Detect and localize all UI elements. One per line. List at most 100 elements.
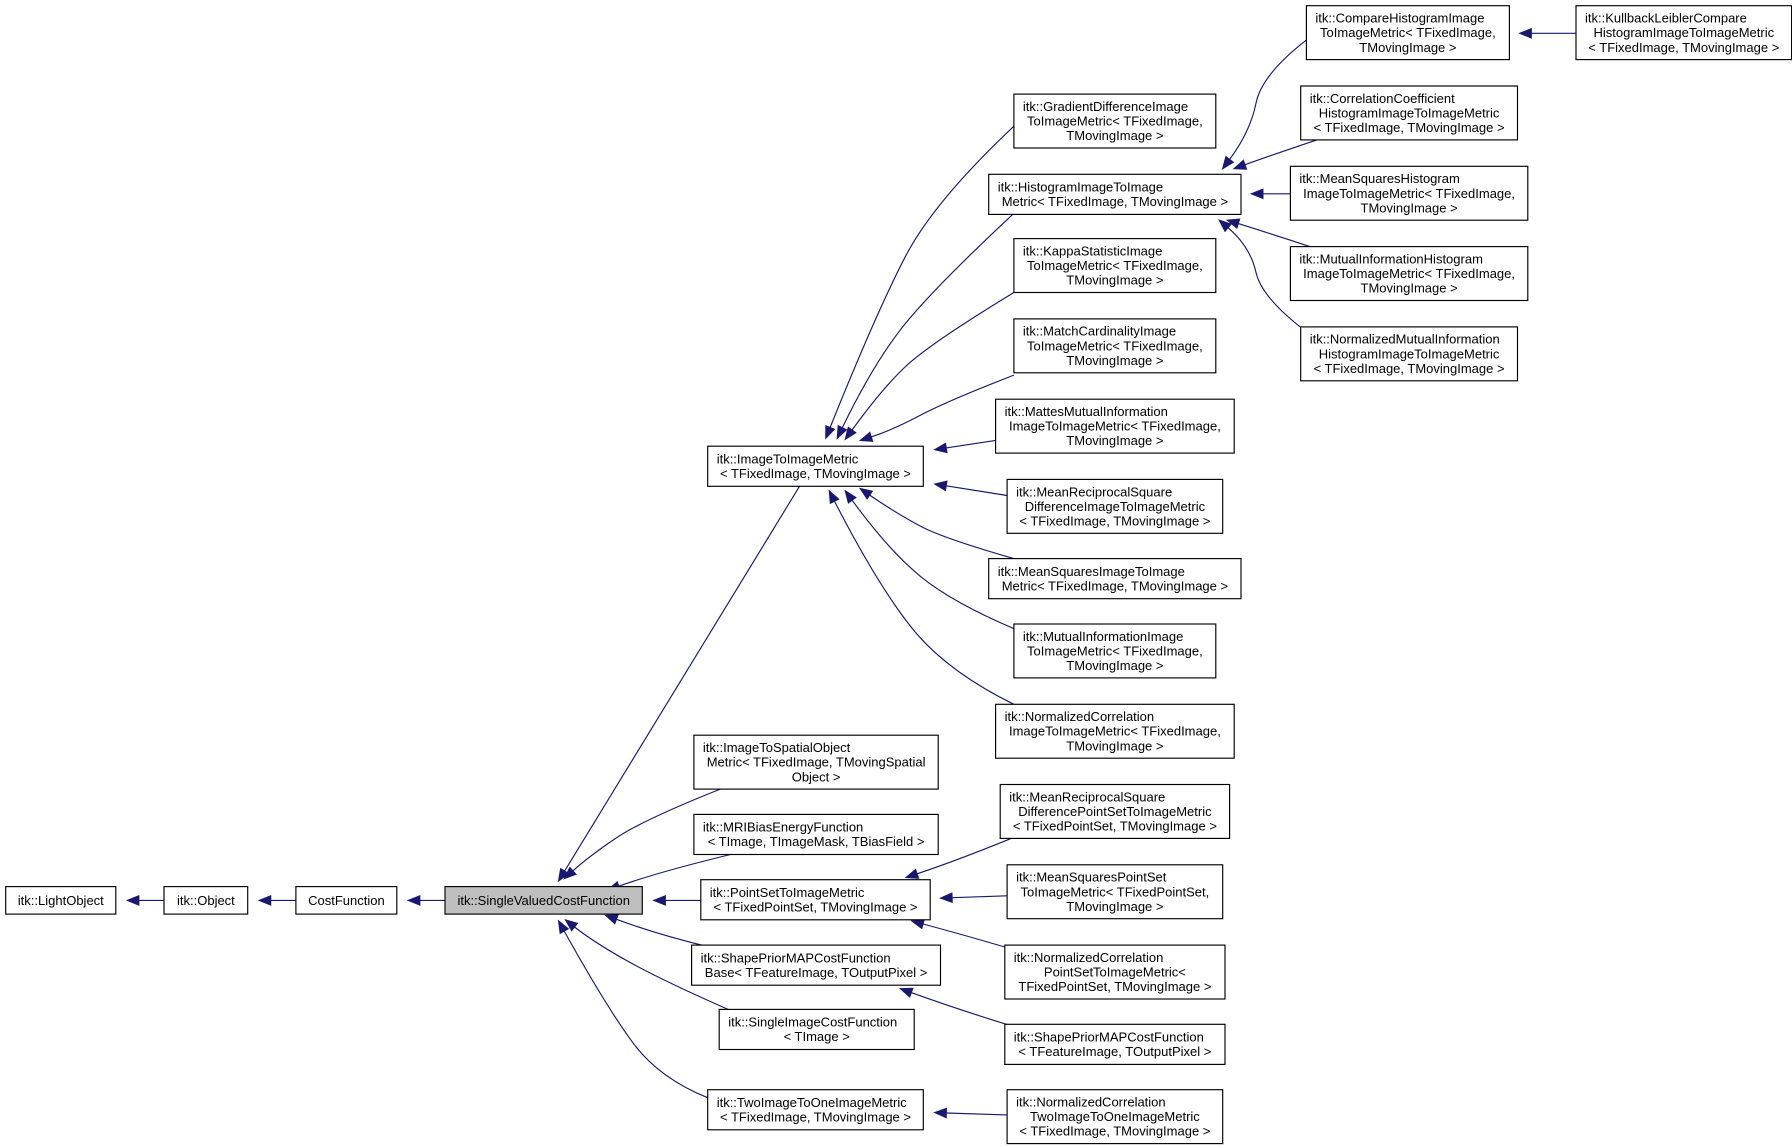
class-node-ps2im[interactable]: itk::PointSetToImageMetric< TFixedPointS… <box>700 879 931 921</box>
arrow-head-icon <box>844 489 857 504</box>
edge-line <box>616 918 712 948</box>
class-node-graddiff[interactable]: itk::GradientDifferenceImageToImageMetri… <box>1013 93 1217 149</box>
class-node-normcorr[interactable]: itk::NormalizedCorrelationImageToImageMe… <box>995 703 1235 759</box>
arrow-head-icon <box>1518 27 1532 39</box>
class-name-line: TMovingImage > <box>1066 738 1163 753</box>
class-node-im2im[interactable]: itk::ImageToImageMetric< TFixedImage, TM… <box>707 445 924 487</box>
arrow-head-icon <box>557 867 570 883</box>
class-name-line: itk::NormalizedMutualInformation <box>1310 332 1500 347</box>
class-name-line: itk::KullbackLeiblerCompare <box>1585 11 1747 26</box>
class-name-line: ToImageMetric< TFixedImage, <box>1320 25 1496 40</box>
arrow-head-icon <box>1225 218 1241 229</box>
class-node-nmihist[interactable]: itk::NormalizedMutualInformationHistogra… <box>1300 326 1519 382</box>
arrow-head-icon <box>933 1107 947 1119</box>
class-name-line: < TFixedPointSet, TMovingImage > <box>1013 819 1217 834</box>
class-node-object[interactable]: itk::Object <box>163 886 249 915</box>
class-node-kullback[interactable]: itk::KullbackLeiblerCompareHistogramImag… <box>1575 5 1792 61</box>
class-box <box>718 1008 915 1051</box>
arrow-head-icon <box>604 914 619 925</box>
arrow-head-icon <box>904 868 920 879</box>
class-name-line: TMovingImage > <box>1066 273 1163 288</box>
edge-line <box>871 374 1015 438</box>
class-node-corrcoef[interactable]: itk::CorrelationCoefficientHistogramImag… <box>1300 85 1519 141</box>
class-node-costf[interactable]: CostFunction <box>295 886 398 915</box>
class-name-line: TMovingImage > <box>1066 353 1163 368</box>
class-node-mihist[interactable]: itk::MutualInformationHistogramImageToIm… <box>1289 246 1529 302</box>
class-box <box>1006 1089 1224 1145</box>
arrow-head-icon <box>859 487 874 500</box>
edge-line <box>946 485 1008 497</box>
class-name-line: ImageToImageMetric< TFixedImage, <box>1009 724 1221 739</box>
class-box <box>1289 246 1529 302</box>
class-node-single[interactable]: itk::SingleImageCostFunction< TImage > <box>718 1008 915 1051</box>
class-box <box>1300 85 1519 141</box>
class-node-shape[interactable]: itk::ShapePriorMAPCostFunction< TFeature… <box>1004 1023 1226 1065</box>
class-name-line: < TFeatureImage, TOutputPixel > <box>1018 1044 1211 1059</box>
class-name-line: ImageToImageMetric< TFixedImage, <box>1303 186 1515 201</box>
class-box <box>1004 1023 1226 1065</box>
class-box <box>691 944 942 986</box>
edge-line <box>841 212 1015 429</box>
class-node-mattes[interactable]: itk::MattesMutualInformationImageToImage… <box>995 398 1235 454</box>
class-box <box>1013 238 1217 294</box>
class-name-line: < TImage, TImageMask, TBiasField > <box>708 834 925 849</box>
arrow-head-icon <box>406 894 421 906</box>
class-name-line: DifferencePointSetToImageMetric <box>1018 804 1212 819</box>
class-box <box>700 879 931 921</box>
class-node-mrps[interactable]: itk::MeanReciprocalSquareDifferencePoint… <box>999 783 1231 839</box>
edge-graddiff-to-im2im <box>825 125 1015 440</box>
class-box <box>1006 864 1224 920</box>
edge-line <box>951 895 1008 899</box>
class-node-meanrecip[interactable]: itk::MeanReciprocalSquareDifferenceImage… <box>1006 478 1224 534</box>
class-name-line: TMovingImage > <box>1066 899 1163 914</box>
class-name-line: itk::LightObject <box>18 893 104 908</box>
class-name-line: < TFixedImage, TMovingImage > <box>720 466 911 481</box>
arrow-head-icon <box>1218 219 1232 233</box>
class-box <box>1013 93 1217 149</box>
class-node-matchcard[interactable]: itk::MatchCardinalityImageToImageMetric<… <box>1013 318 1217 374</box>
class-name-line: itk::ImageToSpatialObject <box>703 740 851 755</box>
class-name-line: < TFixedImage, TMovingImage > <box>1019 1124 1210 1139</box>
edge-nc2to1-to-two2one <box>933 1107 1008 1119</box>
class-name-line: CostFunction <box>308 893 385 908</box>
class-node-svcf[interactable]: itk::SingleValuedCostFunction <box>444 886 643 915</box>
class-name-line: HistogramImageToImageMetric <box>1319 346 1500 361</box>
edge-svcf-to-costf <box>406 894 445 906</box>
class-name-line: itk::MeanSquaresHistogram <box>1299 171 1459 186</box>
class-box <box>1575 5 1792 61</box>
arrow-head-icon <box>898 987 914 998</box>
class-node-miimg[interactable]: itk::MutualInformationImageToImageMetric… <box>1013 623 1217 679</box>
class-node-hist[interactable]: itk::HistogramImageToImageMetric< TFixed… <box>988 173 1242 215</box>
arrow-head-icon <box>563 866 577 880</box>
class-name-line: TMovingImage > <box>1066 128 1163 143</box>
arrow-head-icon <box>933 480 948 492</box>
edge-msehist-to-hist <box>1249 188 1291 200</box>
edge-single-to-svcf <box>564 918 731 1012</box>
class-box <box>707 1089 924 1131</box>
class-node-nc2to1[interactable]: itk::NormalizedCorrelationTwoImageToOneI… <box>1006 1089 1224 1145</box>
class-node-ncps[interactable]: itk::NormalizedCorrelationPointSetToImag… <box>1004 944 1226 1000</box>
class-node-msehist[interactable]: itk::MeanSquaresHistogramImageToImageMet… <box>1289 165 1529 221</box>
edge-shape-to-shapebase <box>898 987 1015 1028</box>
class-node-light[interactable]: itk::LightObject <box>5 886 117 915</box>
class-name-line: ImageToImageMetric< TFixedImage, <box>1303 266 1515 281</box>
class-name-line: Metric< TFixedImage, TMovingImage > <box>1002 579 1228 594</box>
class-name-line: itk::CompareHistogramImage <box>1315 11 1484 26</box>
arrow-head-icon <box>836 424 848 440</box>
class-box <box>444 886 643 915</box>
class-name-line: Object > <box>792 769 841 784</box>
class-node-two2one[interactable]: itk::TwoImageToOneImageMetric< TFixedIma… <box>707 1089 924 1131</box>
class-name-line: itk::MeanReciprocalSquare <box>1016 484 1172 499</box>
edge-line <box>1244 139 1317 166</box>
class-node-mribias[interactable]: itk::MRIBiasEnergyFunction< TImage, TIma… <box>693 813 939 856</box>
edge-mihist-to-hist <box>1225 218 1311 248</box>
class-name-line: itk::MatchCardinalityImage <box>1023 324 1176 339</box>
edge-line <box>1227 227 1308 334</box>
class-node-comphist[interactable]: itk::CompareHistogramImageToImageMetric<… <box>1305 5 1510 61</box>
edge-line <box>851 499 1015 630</box>
